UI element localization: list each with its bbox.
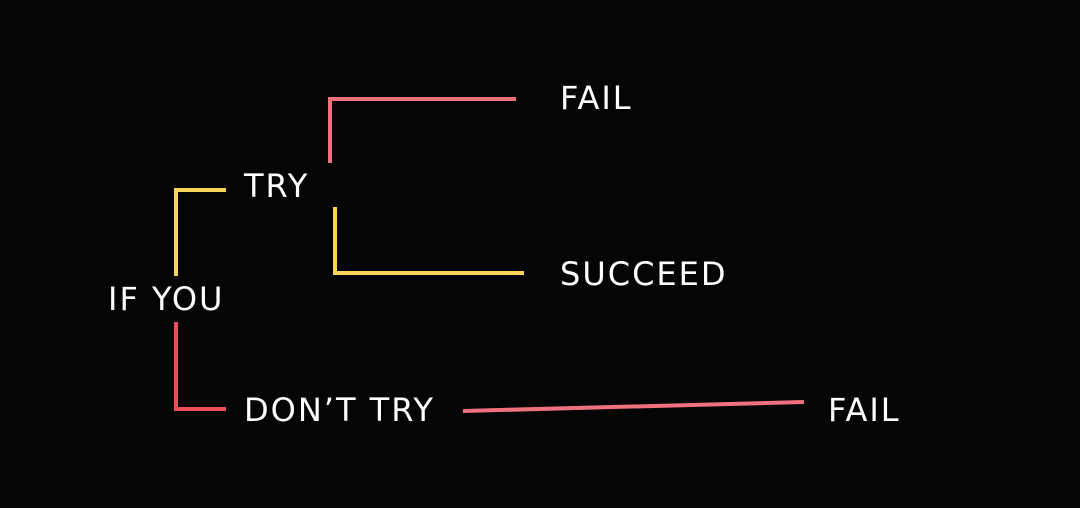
node-fail-after-try: FAIL (560, 79, 633, 117)
node-if-you: IF YOU (108, 280, 225, 318)
node-dont-try: DON’T TRY (244, 391, 435, 429)
node-try: TRY (244, 167, 310, 205)
edge-root-to-try (174, 188, 226, 276)
edge-try-to-succeed (333, 207, 524, 275)
edge-root-to-dont-try (174, 322, 226, 411)
edge-try-to-fail (328, 97, 516, 163)
node-fail-after-dont-try: FAIL (828, 391, 901, 429)
node-succeed: SUCCEED (560, 255, 728, 293)
edge-dont-try-to-fail (462, 400, 805, 413)
